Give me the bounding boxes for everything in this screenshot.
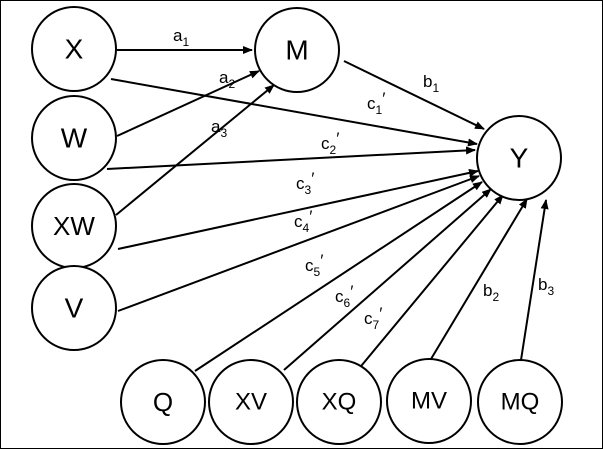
node-xv: XV (208, 359, 294, 445)
node-w: W (31, 95, 117, 181)
node-mv: MV (386, 358, 472, 444)
edge-labels-group: a1 a2 a3 b1 c1′ c2′ c3′ c4′ c5′ c6′ c7′ … (173, 26, 554, 332)
edge-b1 (343, 60, 485, 130)
edge-c1 (110, 78, 478, 147)
edge-a2 (116, 70, 260, 137)
edge-c5 (194, 181, 483, 372)
node-label-m: M (285, 35, 308, 66)
edge-label-c1: c1′ (367, 89, 385, 117)
node-xw: XW (31, 183, 117, 269)
node-xq: XQ (296, 359, 382, 445)
node-label-xw: XW (53, 211, 95, 241)
node-label-xq: XQ (322, 389, 357, 416)
node-mq: MQ (477, 359, 563, 445)
edge-c6 (283, 188, 492, 371)
edge-label-b3: b3 (538, 275, 554, 298)
node-x: X (31, 6, 117, 92)
node-label-y: Y (510, 143, 529, 174)
node-label-v: V (65, 293, 84, 324)
edge-label-c4: c4′ (294, 207, 312, 235)
edge-label-c2: c2′ (321, 129, 339, 157)
edge-label-a3: a3 (211, 117, 227, 140)
edge-label-c6: c6′ (335, 282, 353, 310)
node-label-mq: MQ (501, 389, 540, 416)
edges-group (106, 46, 549, 372)
node-label-w: W (61, 123, 88, 154)
edge-b3 (520, 199, 549, 361)
node-q: Q (120, 359, 206, 445)
edge-label-b2: b2 (483, 281, 499, 304)
node-label-mv: MV (411, 388, 447, 415)
edge-a3 (115, 84, 275, 216)
node-y: Y (476, 115, 562, 201)
edge-label-c5: c5′ (305, 251, 323, 279)
edge-c3 (117, 168, 479, 250)
edge-c4 (117, 175, 480, 312)
node-m: M (254, 7, 340, 93)
edge-label-a2: a2 (219, 68, 235, 91)
edge-c2 (106, 146, 476, 170)
edge-b2 (430, 198, 528, 360)
node-label-q: Q (153, 387, 173, 417)
edge-label-a1: a1 (173, 26, 189, 49)
edge-label-b1: b1 (423, 72, 439, 95)
node-label-x: X (65, 34, 84, 65)
edge-label-c7: c7′ (364, 304, 382, 332)
edge-label-c3: c3′ (296, 169, 314, 197)
node-label-xv: XV (235, 389, 267, 416)
nodes-group: X W XW V M Y Q XV (31, 6, 563, 445)
edge-c7 (356, 194, 504, 372)
node-v: V (31, 265, 117, 351)
